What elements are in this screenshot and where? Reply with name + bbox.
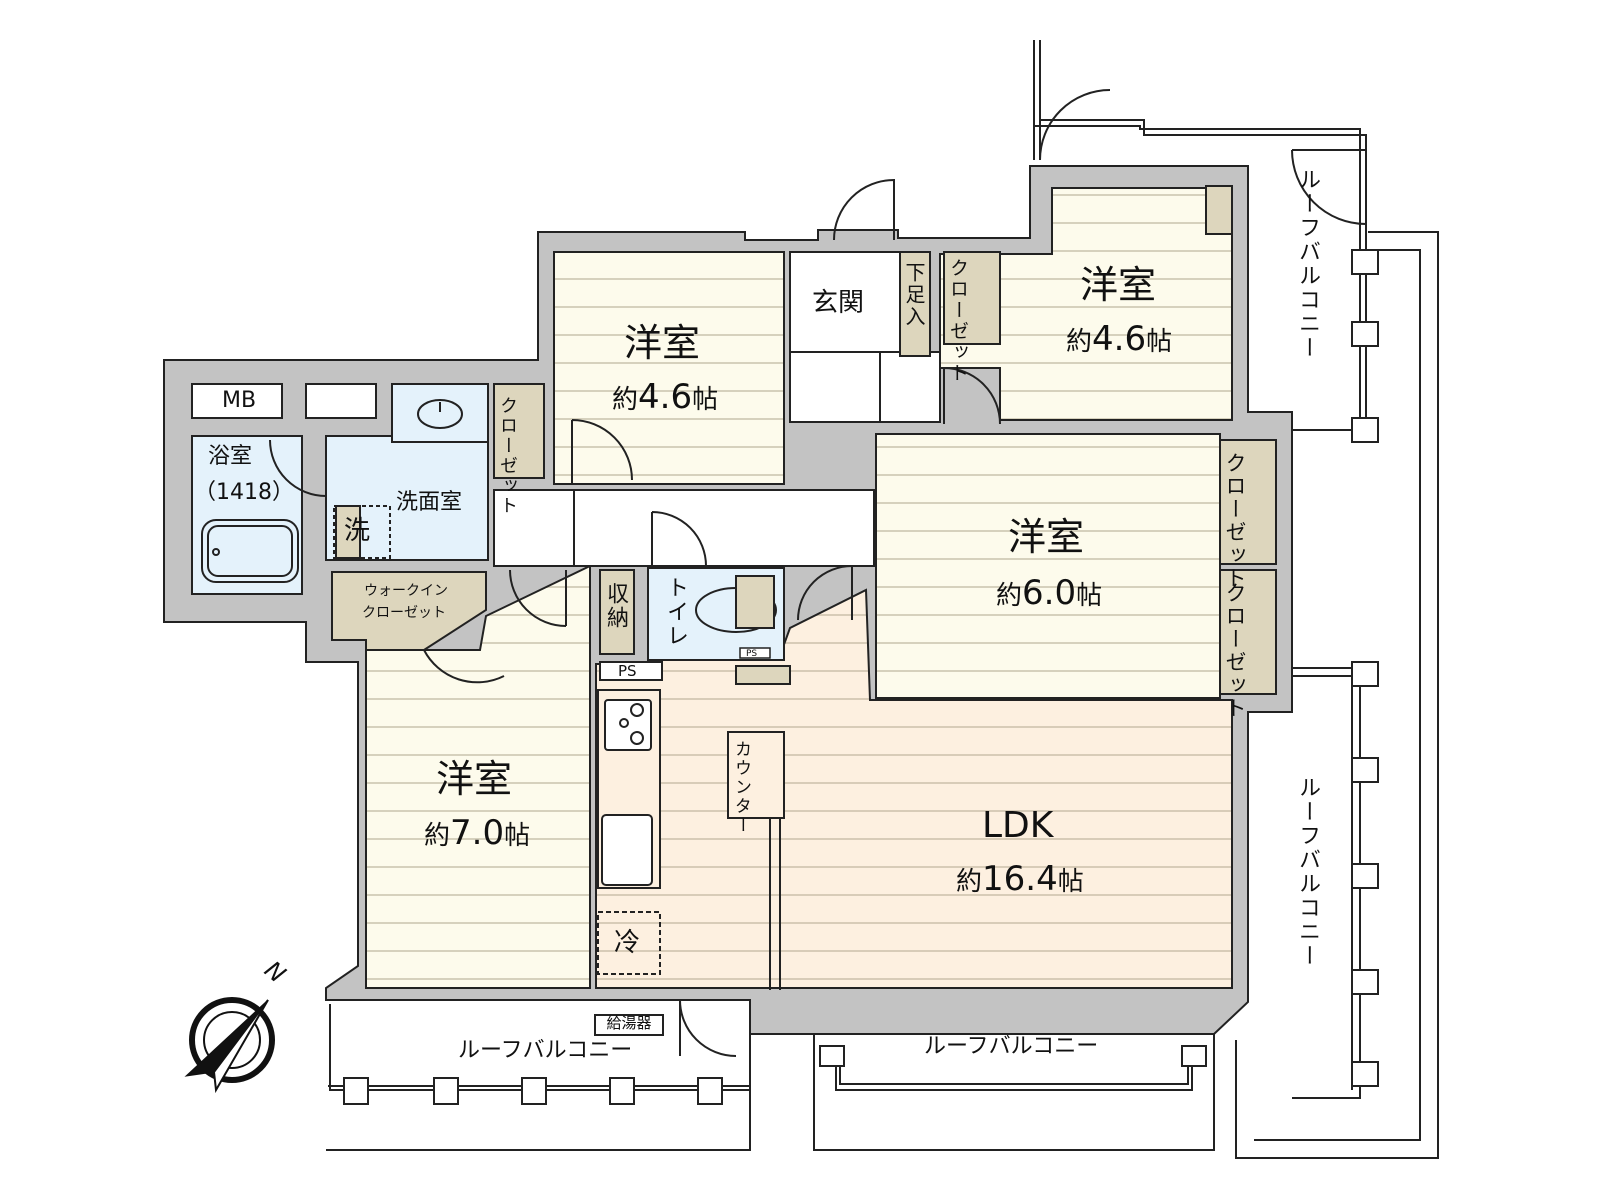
mb-label: MB [222,388,257,413]
room-area-ldk: 約16.4帖 [956,859,1084,899]
walk-in-closet-label-2: クローゼット [362,605,446,621]
room-name-ldk: LDK [982,805,1054,846]
room-name-toilet: トイレ [663,576,688,648]
washer-label: 洗 [344,516,371,546]
room-name-bedroom-west: 洋室 [436,757,513,801]
balcony-label-south-west: ルーフバルコニー [458,1038,633,1063]
ps-label: PS [618,662,637,680]
balcony-label-south-east: ルーフバルコニー [924,1034,1099,1059]
balcony-label-east-lower: ルーフバルコニー [1295,776,1320,968]
closet-label-entrance: クローゼット [947,258,969,384]
compass-icon [184,997,275,1094]
room-name-bedroom-east: 洋室 [1008,515,1085,559]
room-bedroom-north-east [939,187,1233,421]
water-heater-label: 給湯器 [594,1014,664,1036]
room-area-bedroom-west: 約7.0帖 [424,813,531,853]
balcony-label-east-upper: ルーフバルコニー [1295,168,1320,360]
room-name-bedroom-north-center: 洋室 [624,321,701,365]
fixtures [201,89,1367,1057]
ps-label-toilet: PS [746,649,758,659]
room-name-washroom: 洗面室 [396,490,463,515]
room-area-bedroom-east: 約6.0帖 [996,573,1103,613]
room-name-entrance: 玄関 [812,288,865,318]
balcony-posts [343,249,1379,1105]
fridge-label: 冷 [614,928,641,958]
counter-label: カウンター [731,740,751,835]
room-name-bedroom-north-east: 洋室 [1080,263,1157,307]
room-bedroom-east [875,433,1221,699]
room-name-bathroom: 浴室 [208,444,253,469]
rooms [191,187,1233,989]
room-bedroom-north-center [553,251,785,485]
bathroom-size: （1418） [194,480,294,505]
storage-label: 収納 [603,582,628,630]
closet-label-east-2: クローゼット [1223,582,1247,720]
room-area-bedroom-north-east: 約4.6帖 [1066,319,1173,359]
room-area-bedroom-north-center: 約4.6帖 [612,377,719,417]
closet-label-east-1: クローゼット [1223,452,1247,590]
room-entrance [789,251,903,353]
walk-in-closet-label-1: ウォークイン [364,583,448,599]
closet-label-washroom: クローゼット [497,396,518,516]
shoe-box-label: 下足入 [902,262,926,328]
